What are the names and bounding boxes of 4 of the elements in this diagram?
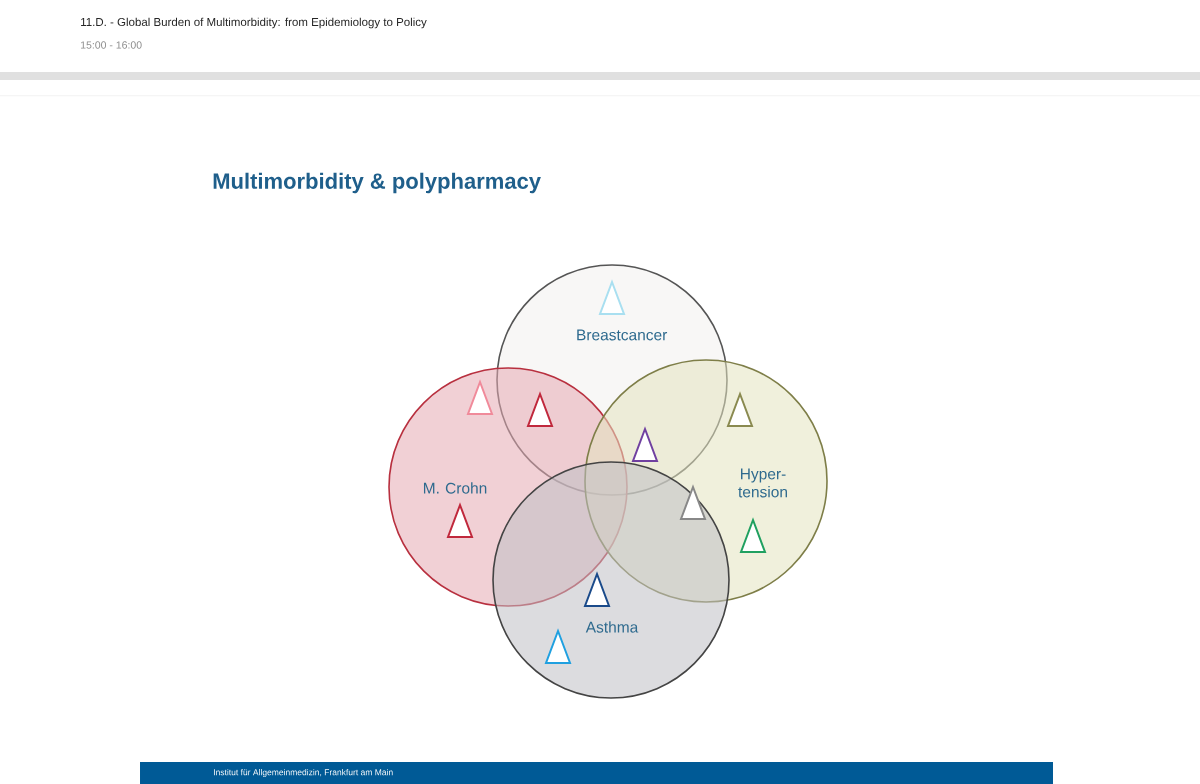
header-text: 11.D. - Global Burden of Multimorbidity: from Epidemiology to Policy bbox=[81, 17, 427, 29]
header-text: 15:00 - 16:00 bbox=[81, 41, 142, 49]
slide-title: Multimorbidity & polypharmacy bbox=[213, 172, 541, 194]
footer-bar: Institut für Allgemeinmedizin, Frankfurt am Main bbox=[140, 762, 1053, 784]
